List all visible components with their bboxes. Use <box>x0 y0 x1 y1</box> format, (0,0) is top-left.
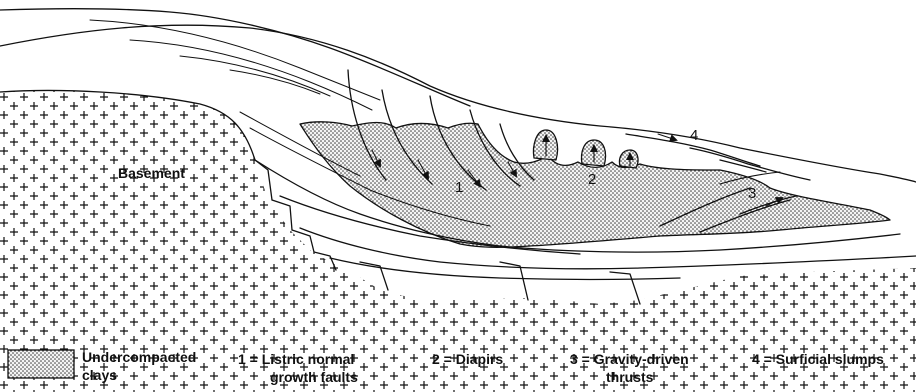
fault-group-label: 1 <box>455 179 463 196</box>
legend-item4-line1: 4 = Surficial slumps <box>752 351 884 367</box>
basement-label: Basement <box>118 165 185 181</box>
legend-item1-line1: 1 = Listric normal <box>238 351 354 367</box>
diapir-3 <box>619 150 638 168</box>
slump-group-label: 4 <box>690 127 698 144</box>
diapir-group-label: 2 <box>588 171 596 188</box>
thrust-group-label: 3 <box>748 185 756 202</box>
layer-line-a <box>90 20 380 100</box>
legend-item3-line1: 3 = Gravity-driven <box>570 351 689 367</box>
layer-line-c <box>180 56 330 96</box>
legend-stipple-swatch <box>8 350 74 378</box>
legend-item3-line2: thrusts <box>606 369 654 385</box>
legend-item1-line2: growth faults <box>270 369 358 385</box>
layer-line-d <box>230 70 320 94</box>
legend-stipple-label-1: Undercompacted <box>82 349 196 365</box>
legend-stipple-label-2: clays <box>82 367 117 383</box>
legend-item2-line1: 2 = Diapirs <box>432 351 503 367</box>
